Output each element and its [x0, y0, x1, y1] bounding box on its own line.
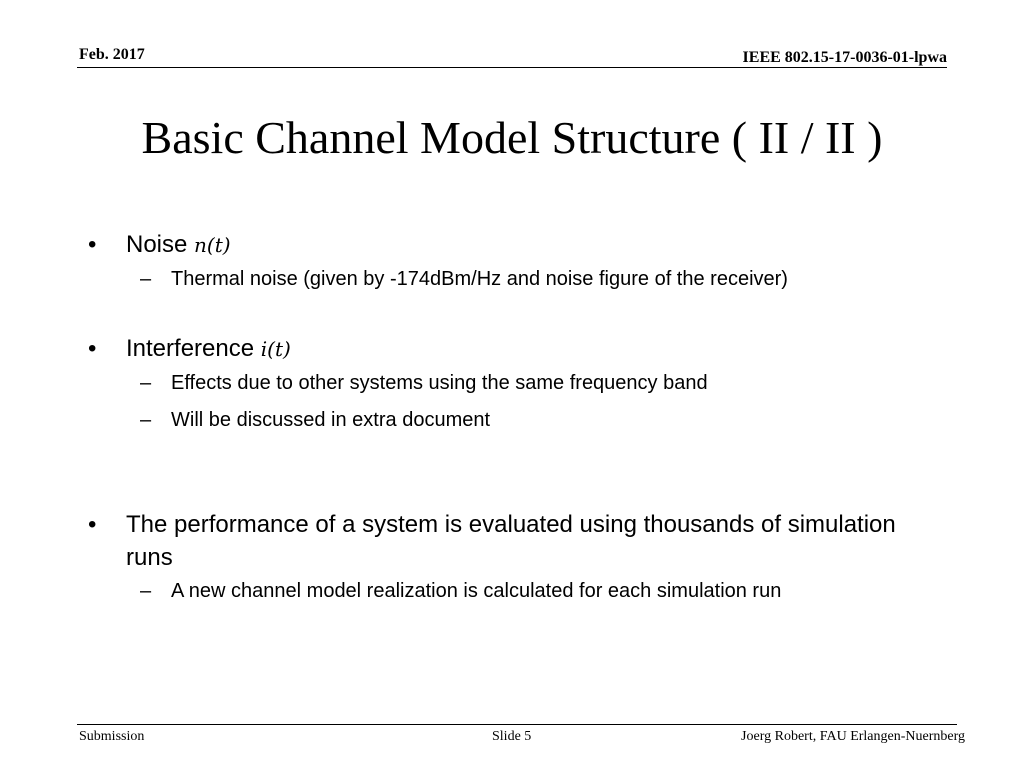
- dash-marker: –: [140, 372, 152, 394]
- bullet-noise: • Noise n(t): [88, 228, 948, 262]
- header-divider: [77, 67, 947, 68]
- bullet-performance-text: The performance of a system is evaluated…: [126, 511, 896, 571]
- footer-submission: Submission: [79, 729, 145, 744]
- bullet-noise-math: n(t): [194, 233, 231, 257]
- bullet-interference-math: i(t): [260, 337, 291, 361]
- sub-bullet-thermal-noise: –Thermal noise (given by -174dBm/Hz and …: [88, 264, 948, 295]
- bullet-interference: • Interference i(t): [88, 332, 948, 366]
- sub-bullet-other-systems: –Effects due to other systems using the …: [88, 368, 948, 399]
- dash-marker: –: [140, 409, 152, 431]
- bullet-marker: •: [88, 335, 97, 362]
- slide-title: Basic Channel Model Structure ( II / II …: [141, 112, 883, 163]
- dash-marker: –: [140, 580, 152, 602]
- sub-bullet-thermal-noise-text: Thermal noise (given by -174dBm/Hz and n…: [171, 268, 788, 290]
- dash-marker: –: [140, 268, 152, 290]
- header-date: Feb. 2017: [79, 46, 145, 63]
- bullet-marker: •: [88, 511, 97, 538]
- bullet-performance: • The performance of a system is evaluate…: [88, 508, 948, 574]
- sub-bullet-new-realization-text: A new channel model realization is calcu…: [171, 580, 782, 602]
- bullet-marker: •: [88, 231, 97, 258]
- bullet-noise-text: Noise: [126, 231, 195, 258]
- footer-divider: [77, 724, 957, 725]
- sub-bullet-new-realization: –A new channel model realization is calc…: [88, 576, 948, 607]
- bullet-interference-text: Interference: [126, 335, 261, 362]
- header-doc-id: IEEE 802.15-17-0036-01-lpwa: [742, 49, 947, 66]
- sub-bullet-extra-document-text: Will be discussed in extra document: [171, 409, 491, 431]
- footer-author: Joerg Robert, FAU Erlangen-Nuernberg: [741, 729, 965, 744]
- sub-bullet-other-systems-text: Effects due to other systems using the s…: [171, 372, 708, 394]
- footer-slide-number: Slide 5: [492, 729, 532, 744]
- slide-content: •Noise n(t) –Thermal noise (given by -17…: [88, 228, 948, 607]
- sub-bullet-extra-document: –Will be discussed in extra document: [88, 405, 948, 436]
